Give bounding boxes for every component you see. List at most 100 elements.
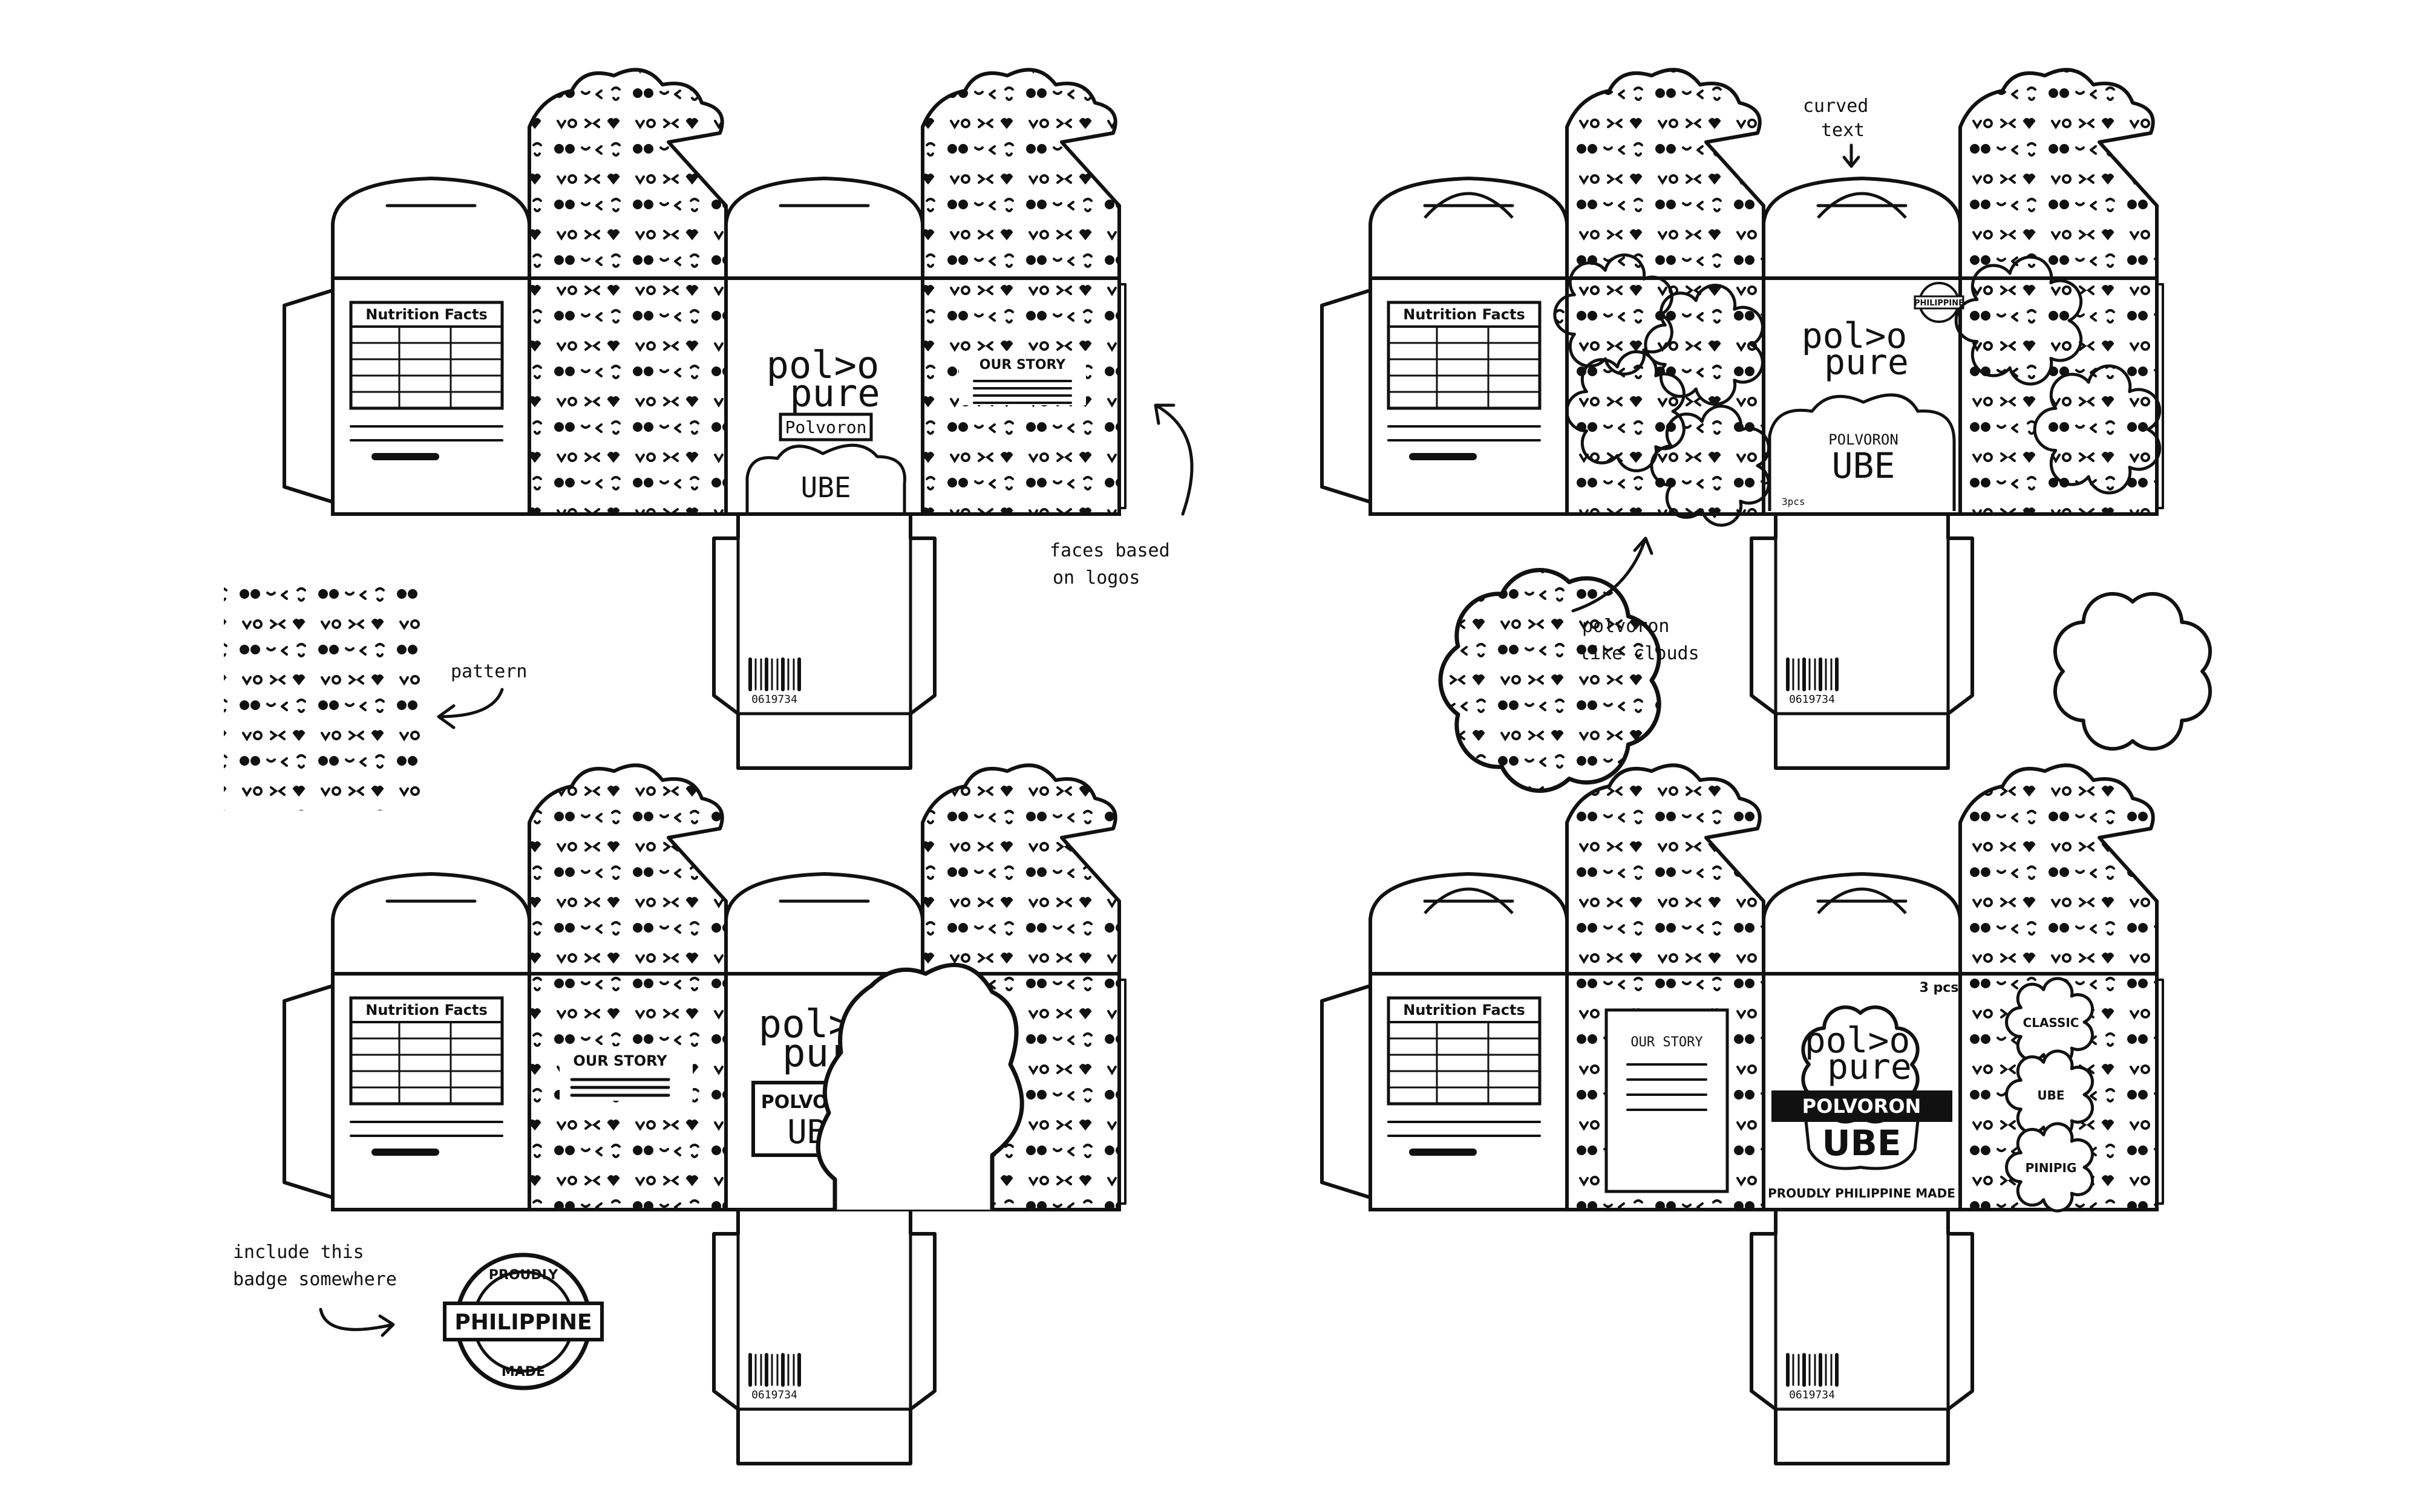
arched-flap: [724, 177, 924, 278]
barcode-number: 0619734: [1789, 1389, 1835, 1401]
product-label: POLVORON: [1802, 1095, 1921, 1118]
nutrition-box: [349, 996, 504, 1106]
note-faces-1: faces based: [1050, 540, 1170, 561]
brand-line-2: pure: [1824, 342, 1909, 383]
note-faces-2: on logos: [1053, 567, 1140, 588]
barcode-number: 0619734: [751, 1389, 797, 1401]
proudly-philippine-badge: PHILIPPINE PROUDLY MADE: [443, 1253, 604, 1390]
arched-flap: [1762, 177, 1962, 278]
edge-flap: [1119, 283, 1127, 509]
philippine-badge-small: PHILIPPINE: [1914, 282, 1964, 323]
story-title: OUR STORY: [1630, 1035, 1702, 1050]
bottom-flap: [1750, 514, 1974, 770]
product-band: [1771, 1090, 1952, 1122]
note-badge-1: include this: [233, 1242, 364, 1263]
nutrition-box: [1387, 996, 1542, 1106]
cloud-flap: [1565, 763, 1765, 976]
badge-bottom: MADE: [502, 1364, 545, 1380]
edge-flap: [2157, 979, 2164, 1205]
pattern-cloud: [2033, 364, 2162, 495]
pattern-arrow: [437, 688, 504, 729]
flap-arc: [1817, 192, 1907, 219]
pattern-cloud: [1644, 284, 1764, 406]
cloud-flap: [1565, 68, 1765, 280]
note-curved-2: text: [1821, 120, 1865, 141]
brand-line-1: pol>o: [767, 343, 880, 387]
story-title: OUR STORY: [979, 357, 1066, 373]
flap-arc: [1817, 887, 1907, 914]
overlay-cloud: [816, 963, 1024, 1210]
brand-line-2: pure: [790, 371, 880, 415]
story-title: OUR STORY: [573, 1052, 667, 1069]
tagline: PROUDLY PHILIPPINE MADE: [1768, 1186, 1955, 1201]
brand-line-1: pol>o: [1805, 1020, 1911, 1061]
bottom-flap: [712, 1210, 937, 1465]
barcode-number: 0619734: [1789, 693, 1835, 706]
glue-flap: [283, 984, 333, 1199]
note-curved-1: curved: [1803, 96, 1868, 117]
arched-flap: [331, 872, 531, 974]
nutrition-title: Nutrition Facts: [365, 306, 488, 323]
barcode: 0619734: [1786, 1353, 1839, 1401]
nutrition-box: [349, 301, 504, 410]
story-card: [1604, 1008, 1729, 1193]
nutrition-label: Nutrition Facts: [349, 996, 504, 1156]
nutrition-title: Nutrition Facts: [1403, 306, 1525, 323]
cloud-flap: [921, 68, 1121, 280]
story-bg: [560, 1046, 693, 1101]
flavor-cloud-badge: [2005, 1049, 2094, 1140]
cloud-flap: [528, 763, 728, 976]
arched-flap: [724, 872, 924, 974]
nutrition-label: Nutrition Facts: [349, 301, 504, 460]
nutrition-box: [1387, 301, 1542, 410]
count-label: 3pcs: [1782, 496, 1805, 507]
pattern-swatch: [224, 581, 424, 810]
nutrition-label: Nutrition Facts: [1387, 301, 1542, 460]
glue-flap: [283, 288, 333, 504]
p2-dieline: Nutrition Facts PHILIPPINE pol>opurePOLVOR…: [1320, 68, 2164, 770]
flap-arc: [1424, 887, 1514, 914]
badge-text: PHILIPPINE: [1914, 299, 1964, 308]
flavor-cloud: [1804, 1120, 1920, 1170]
barcode: 0619734: [748, 1353, 801, 1401]
badge-bar: [1914, 295, 1964, 310]
edge-flap: [1119, 979, 1127, 1205]
count-label: 3 pcs: [1920, 980, 1959, 996]
brand-line-2: pure: [1827, 1046, 1912, 1087]
product-label-box: [779, 412, 873, 442]
faces-arrow: [1154, 403, 1194, 516]
flap-arc: [1424, 192, 1514, 219]
flavor-cloud-badge: [2005, 977, 2094, 1067]
cloud-flap: [1958, 763, 2159, 976]
bottom-flap: [1750, 1210, 1974, 1465]
cloud-flap: [921, 763, 1121, 976]
brand-line-1: pol>o: [1802, 315, 1908, 356]
note-clouds-1: polvoron: [1582, 616, 1670, 637]
clouds-arrow: [1571, 536, 1653, 613]
flavor-label: UBE: [800, 471, 851, 504]
badge-top: PROUDLY: [489, 1268, 558, 1283]
badge-arrow: [319, 1308, 395, 1337]
arched-flap: [1369, 177, 1569, 278]
arched-flap: [1369, 872, 1569, 974]
arched-flap: [331, 177, 531, 278]
note-pattern: pattern: [451, 661, 527, 682]
barcode: 0619734: [1786, 657, 1839, 706]
product-label: POLVORON: [1828, 431, 1898, 448]
nutrition-title: Nutrition Facts: [1403, 1002, 1525, 1018]
flavor-label: UBE: [1832, 445, 1895, 486]
nutrition-label: Nutrition Facts: [1387, 996, 1542, 1156]
flavor-option: PINIPIG: [2026, 1161, 2077, 1175]
flavor-cloud-badge: [2005, 1122, 2094, 1213]
nutrition-title: Nutrition Facts: [365, 1002, 488, 1018]
front-cloud: [745, 443, 906, 514]
glue-flap: [1320, 288, 1371, 504]
pattern-panel: [531, 280, 724, 512]
edge-flap: [2157, 283, 2164, 509]
badge-middle: PHILIPPINE: [454, 1310, 592, 1335]
